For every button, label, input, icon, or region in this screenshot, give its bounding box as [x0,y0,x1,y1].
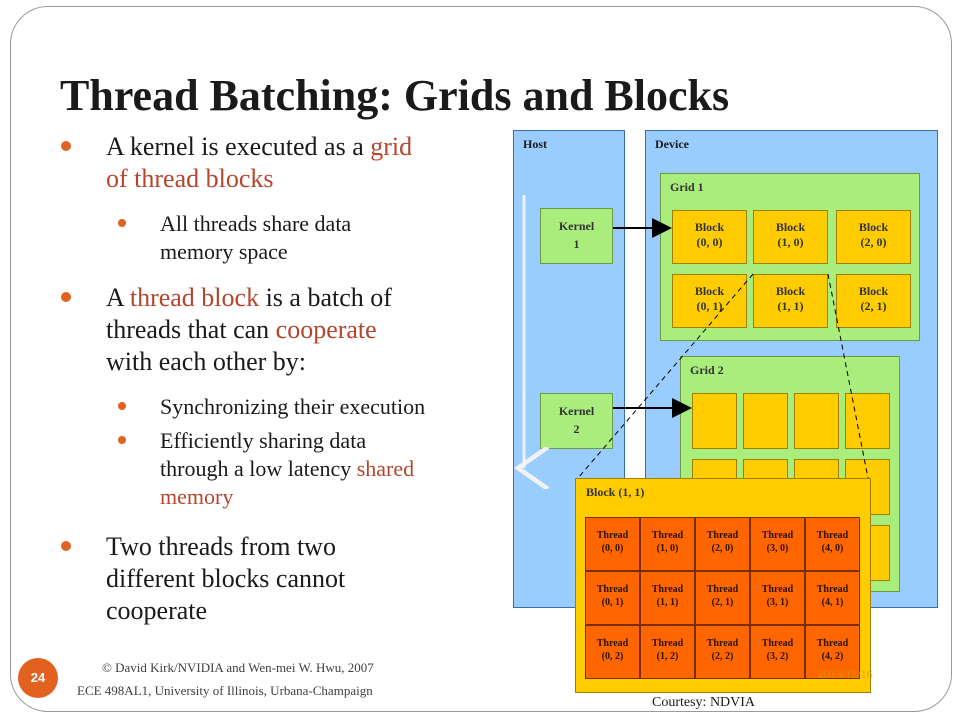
bullet-kernel-grid: A kernel is executed as a grid of thread… [106,131,506,195]
highlight-term: grid [370,132,413,161]
zoom-block-label: Block (1, 1) [586,485,645,499]
thread-cell: Thread(1, 1) [640,571,695,625]
thread-cell: Thread(2, 2) [695,625,750,679]
thread-cell: Thread(3, 2) [750,625,805,679]
grid1-block-highlighted: Block(1, 1) [753,274,828,328]
thread-cell: Thread(3, 1) [750,571,805,625]
bullet-text: is a batch of [259,283,392,312]
grid2-block [743,393,788,449]
bullet-text: cooperate [106,596,208,625]
sub-bullet-dot [118,436,126,444]
thread-cell: Thread(0, 0) [585,517,640,571]
highlight-term: thread block [129,283,260,312]
highlight-term: cooperate [275,315,377,344]
sub-bullet-shared-memory: All threads share data memory space [160,210,490,266]
page-number-badge: 24 [18,658,58,698]
device-label: Device [655,137,689,151]
thread-cell: Thread(1, 0) [640,517,695,571]
kernel-label: Kernel [558,404,595,418]
thread-cell: Thread(2, 0) [695,517,750,571]
grid1-block: Block(0, 1) [672,274,747,328]
kernel-label: Kernel [558,219,595,233]
bullet-text: A [106,283,130,312]
thread-cell: Thread(1, 2) [640,625,695,679]
bullet-text: A kernel is executed as a [106,132,371,161]
bullet-dot [61,292,71,302]
sub-bullet-sharing-data: Efficiently sharing data through a low l… [160,427,510,511]
sub-bullet-text: All threads share data [160,211,352,236]
grid1-block: Block(2, 1) [836,274,911,328]
grid1-block: Block(2, 0) [836,210,911,264]
bullet-thread-block: A thread block is a batch of threads tha… [106,282,506,378]
grid2-block [692,393,737,449]
kernel-2: Kernel 2 [540,393,613,449]
thread-cell: Thread(0, 1) [585,571,640,625]
sub-bullet-text: memory space [160,239,288,264]
bullet-text: different blocks cannot [106,564,346,593]
thread-cell: Thread(4, 0) [805,517,860,571]
bullet-dot [61,141,71,151]
bullet-different-blocks: Two threads from two different blocks ca… [106,531,506,627]
sub-bullet-synchronizing: Synchronizing their execution [160,394,426,419]
slide-frame [10,6,952,712]
bullet-text: Two threads from two [106,532,336,561]
highlight-term: of thread blocks [106,164,274,193]
highlight-term: shared [356,456,415,481]
kernel-1: Kernel 1 [540,208,613,264]
highlight-term: memory [160,484,234,509]
grid2-block [845,393,890,449]
thread-cell: Thread(4, 2) [805,625,860,679]
kernel-number: 2 [573,422,580,436]
host-label: Host [523,137,547,151]
bullet-text: with each other by: [106,347,306,376]
copyright-line: © David Kirk/NVIDIA and Wen-mei W. Hwu, … [102,660,374,675]
kernel-number: 1 [573,237,580,251]
grid-2-label: Grid 2 [690,363,724,377]
course-line: ECE 498AL1, University of Illinois, Urba… [77,683,373,698]
sub-bullet-dot [118,219,126,227]
sub-bullet-text: Efficiently sharing data [160,428,367,453]
grid1-block: Block(1, 0) [753,210,828,264]
slide-title: Thread Batching: Grids and Blocks [60,71,730,120]
grid2-block [794,393,839,449]
courtesy-note: Courtesy: NDVIA [652,695,756,710]
thread-cell: Thread(2, 1) [695,571,750,625]
grid-1-label: Grid 1 [670,180,704,194]
bullet-dot [61,541,71,551]
thread-cell: Thread(0, 2) [585,625,640,679]
bullet-text: threads that can [106,315,276,344]
grid1-block: Block(0, 0) [672,210,747,264]
thread-cell: Thread(3, 0) [750,517,805,571]
sub-bullet-dot [118,402,126,410]
sub-bullet-text: through a low latency [160,456,357,481]
thread-cell: Thread(4, 1) [805,571,860,625]
diagram-date: 2013/12/16 [818,667,873,681]
